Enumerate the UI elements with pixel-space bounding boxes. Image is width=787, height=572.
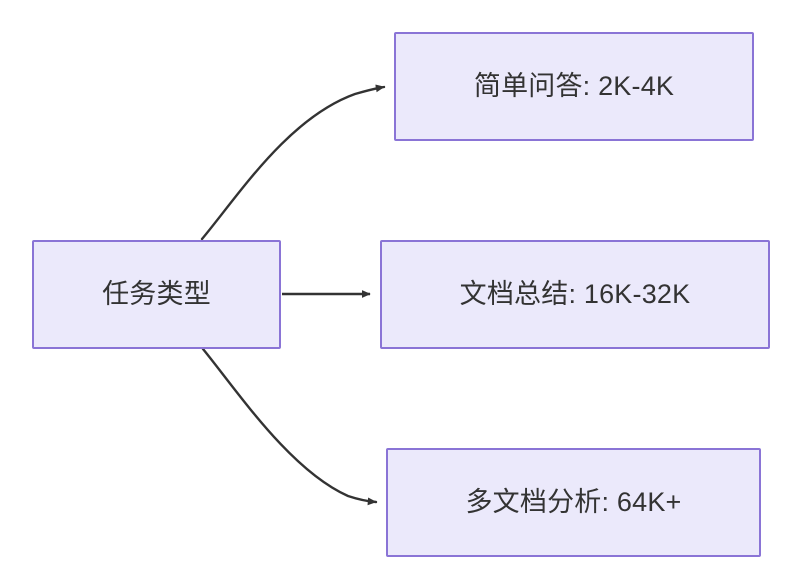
- node-document-summary[interactable]: 文档总结: 16K-32K: [380, 240, 770, 349]
- node-task-type[interactable]: 任务类型: [32, 240, 281, 349]
- node-label: 多文档分析: 64K+: [465, 487, 682, 518]
- edge-root-to-multi: [201, 347, 378, 506]
- node-label: 简单问答: 2K-4K: [473, 71, 675, 102]
- node-simple-qa[interactable]: 简单问答: 2K-4K: [394, 32, 754, 141]
- node-multi-document-analysis[interactable]: 多文档分析: 64K+: [386, 448, 761, 557]
- node-label: 任务类型: [102, 279, 211, 310]
- node-label: 文档总结: 16K-32K: [459, 279, 691, 310]
- edge-root-to-simple: [200, 84, 386, 241]
